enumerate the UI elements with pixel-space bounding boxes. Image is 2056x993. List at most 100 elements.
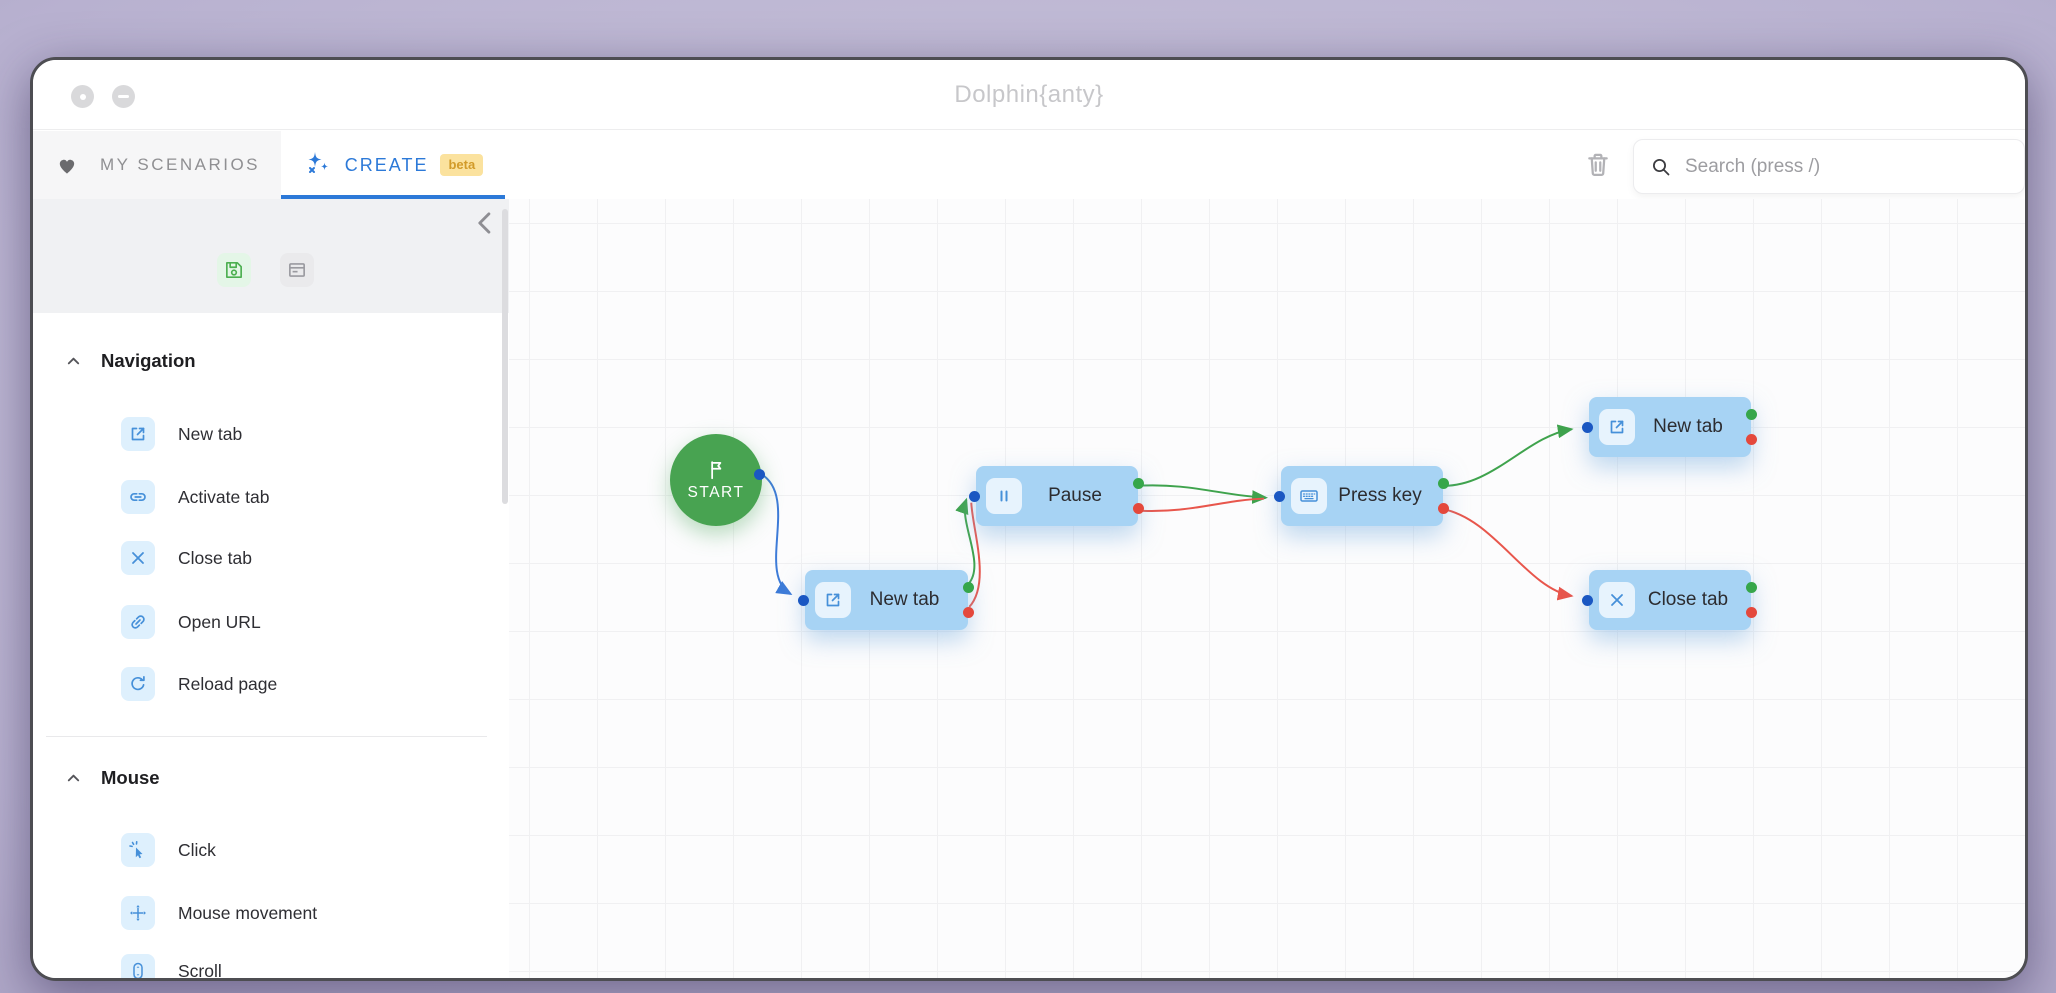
sidebar-item-label: Scroll — [178, 960, 222, 981]
tab-bar: MY SCENARIOS CREATE beta — [33, 131, 2025, 199]
sidebar-item-label: Mouse movement — [178, 902, 318, 923]
success-port[interactable] — [963, 582, 974, 593]
node-press-key[interactable]: Press key — [1274, 466, 1449, 526]
close-tab-icon — [1599, 582, 1635, 618]
edge-presskey-to-newtab2-success[interactable] — [1440, 424, 1574, 487]
sidebar-item-label: New tab — [178, 423, 243, 444]
tab-my-scenarios-label: MY SCENARIOS — [99, 155, 261, 174]
edge-pause-to-presskey-error[interactable] — [1136, 497, 1265, 513]
node-start[interactable]: START — [670, 434, 765, 526]
node-new-tab-1[interactable]: New tab — [798, 570, 974, 630]
edge-presskey-to-closetab-error[interactable] — [1440, 507, 1574, 601]
close-glyph — [79, 93, 86, 100]
titlebar: Dolphin{anty} — [33, 60, 2025, 130]
edge-newtab1-to-pause-error[interactable] — [968, 502, 981, 608]
sidebar-item-label: Reload page — [178, 673, 278, 694]
new-tab-icon — [815, 582, 851, 618]
section-label: Mouse — [101, 767, 160, 788]
app-window: Dolphin{anty} MY SCENARIOS CREATE beta — [30, 57, 2028, 981]
error-port[interactable] — [1438, 503, 1449, 514]
sidebar-item-reload-page[interactable]: Reload page — [121, 667, 277, 701]
active-tab-indicator — [281, 195, 505, 199]
reload-icon — [121, 667, 155, 701]
node-pause[interactable]: Pause — [969, 466, 1144, 526]
panel-button[interactable] — [280, 253, 314, 287]
input-port[interactable] — [1274, 490, 1285, 502]
tab-create-label: CREATE — [344, 154, 429, 175]
sidebar-toolbar — [33, 199, 509, 313]
search-input[interactable] — [1685, 155, 2008, 178]
section-header-mouse[interactable]: Mouse — [65, 764, 160, 792]
edge-start-to-newtab1[interactable] — [760, 473, 793, 595]
sidebar-item-label: Close tab — [178, 547, 252, 568]
sidebar-item-activate-tab[interactable]: Activate tab — [121, 480, 269, 514]
trash-icon[interactable] — [1582, 149, 1614, 181]
input-port[interactable] — [798, 594, 809, 606]
success-port[interactable] — [1746, 582, 1757, 593]
success-port[interactable] — [1746, 409, 1757, 420]
panel-icon — [286, 259, 308, 281]
start-output-port[interactable] — [754, 469, 765, 480]
error-port[interactable] — [1133, 503, 1144, 514]
activate-tab-icon — [121, 480, 155, 514]
keyboard-icon — [1291, 478, 1327, 514]
open-url-icon — [121, 605, 155, 639]
sidebar-item-label: Activate tab — [178, 486, 270, 507]
section-divider — [46, 736, 487, 737]
node-label: START — [687, 483, 745, 501]
chevron-up-icon — [65, 770, 82, 787]
node-label: Close tab — [1647, 589, 1729, 610]
sidebar-item-close-tab[interactable]: Close tab — [121, 541, 252, 575]
sidebar-item-label: Open URL — [178, 611, 261, 632]
search-box — [1633, 139, 2025, 194]
click-icon — [121, 833, 155, 867]
input-port[interactable] — [1582, 594, 1593, 606]
input-port[interactable] — [1582, 421, 1593, 433]
edge-newtab1-to-pause-success[interactable] — [955, 497, 976, 585]
flow-canvas[interactable]: START New tab — [509, 199, 2025, 978]
sidebar-scrollbar[interactable] — [502, 209, 508, 504]
mouse-movement-icon — [121, 896, 155, 930]
search-icon — [1650, 156, 1672, 178]
error-port[interactable] — [963, 607, 974, 618]
scroll-icon — [121, 954, 155, 978]
sidebar-item-new-tab[interactable]: New tab — [121, 417, 242, 451]
beta-badge: beta — [440, 154, 484, 176]
node-label: Press key — [1338, 485, 1422, 506]
flag-icon — [705, 459, 727, 481]
error-port[interactable] — [1746, 434, 1757, 445]
pause-icon — [986, 478, 1022, 514]
sidebar-item-scroll[interactable]: Scroll — [121, 954, 222, 981]
chevron-left-icon — [474, 210, 496, 236]
new-tab-icon — [121, 417, 155, 451]
input-port[interactable] — [969, 490, 980, 502]
node-close-tab[interactable]: Close tab — [1582, 570, 1757, 630]
section-label: Navigation — [101, 350, 196, 371]
main-area: Navigation New tab Activate tab — [33, 199, 2025, 978]
node-label: New tab — [1653, 416, 1723, 437]
tab-my-scenarios[interactable]: MY SCENARIOS — [33, 131, 281, 199]
sidebar-item-click[interactable]: Click — [121, 833, 216, 867]
error-port[interactable] — [1746, 607, 1757, 618]
new-tab-icon — [1599, 409, 1635, 445]
save-button[interactable] — [217, 253, 251, 287]
node-new-tab-2[interactable]: New tab — [1582, 397, 1757, 457]
heart-icon — [54, 153, 80, 177]
success-port[interactable] — [1438, 478, 1449, 489]
sidebar-item-mouse-movement[interactable]: Mouse movement — [121, 896, 317, 930]
success-port[interactable] — [1133, 478, 1144, 489]
window-minimize-button[interactable] — [112, 85, 135, 108]
sidebar-item-open-url[interactable]: Open URL — [121, 605, 261, 639]
window-close-button[interactable] — [71, 85, 94, 108]
close-tab-icon — [121, 541, 155, 575]
minimize-glyph — [118, 95, 129, 98]
edge-pause-to-presskey-success[interactable] — [1136, 484, 1268, 505]
node-label: New tab — [869, 589, 940, 610]
sidebar-collapse-button[interactable] — [471, 207, 499, 239]
chevron-up-icon — [65, 353, 82, 370]
tab-create[interactable]: CREATE beta — [281, 131, 505, 199]
action-sidebar: Navigation New tab Activate tab — [33, 199, 509, 978]
window-title: Dolphin{anty} — [954, 81, 1104, 108]
section-header-navigation[interactable]: Navigation — [65, 347, 196, 375]
edge-layer — [760, 424, 1574, 608]
